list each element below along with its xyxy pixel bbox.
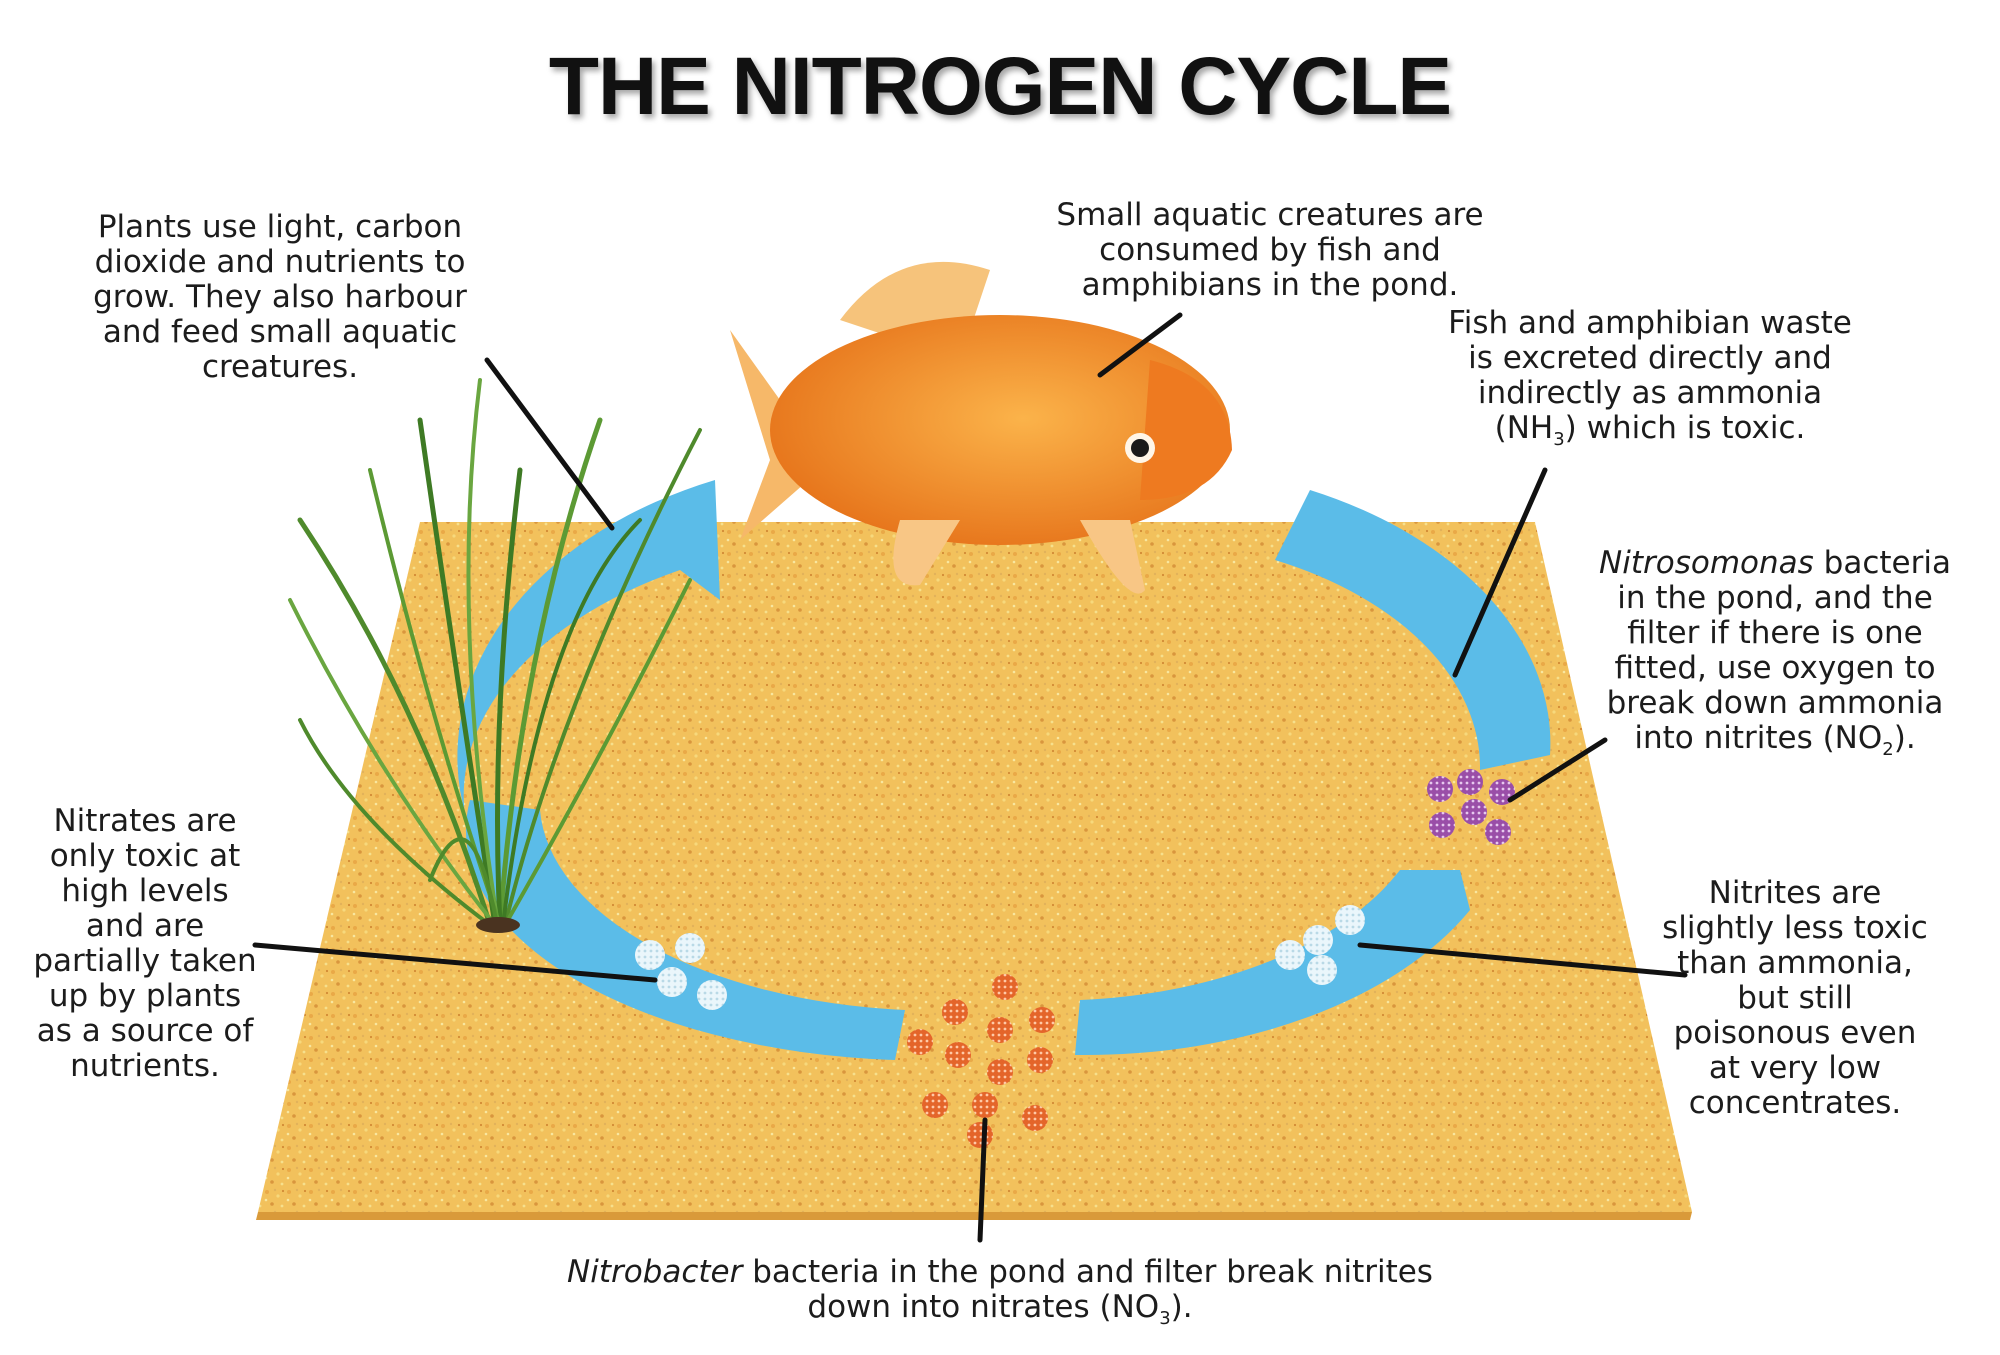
label-nitrobacter-text: bacteria in the pond and filter break ni… — [742, 1254, 1433, 1325]
label-nitrosomonas-text: bacteria in the pond, and the filter if … — [1606, 545, 1951, 756]
leader-nitrites — [1357, 942, 1688, 978]
label-fish-waste-text: Fish and amphibian waste is excreted dir… — [1448, 305, 1852, 446]
goldfish-icon — [730, 261, 1232, 594]
leader-nitrates — [252, 942, 658, 983]
diagram-title: THE NITROGEN CYCLE — [548, 41, 1452, 132]
leader-nitrobacter — [977, 1117, 988, 1243]
label-nitrosomonas-subscript: 2 — [1882, 739, 1894, 761]
pond-floor — [256, 522, 1692, 1220]
nitrate-particles-left — [635, 933, 727, 1010]
nitrite-particles-right — [1275, 905, 1365, 985]
leader-creatures — [1097, 312, 1183, 378]
label-fish-waste-subscript: 3 — [1553, 429, 1565, 451]
label-plants: Plants use light, carbon dioxide and nut… — [93, 209, 467, 385]
label-nitrobacter-genus: Nitrobacter — [567, 1254, 743, 1290]
leader-waste — [1452, 467, 1548, 678]
label-fish-waste-text-end: ) which is toxic. — [1564, 410, 1806, 446]
label-nitrobacter-subscript: 3 — [1159, 1308, 1171, 1330]
label-nitrites: Nitrites are slightly less toxic than am… — [1662, 875, 1928, 1121]
arrow-plants-to-fish — [457, 480, 720, 840]
label-nitrosomonas: Nitrosomonas bacteria in the pond, and t… — [1580, 545, 1970, 759]
label-nitrobacter: Nitrobacter bacteria in the pond and fil… — [560, 1254, 1440, 1328]
leader-nitroso — [1507, 737, 1608, 803]
nitrosomonas-bacteria-cluster — [1427, 769, 1515, 845]
label-fish-waste: Fish and amphibian waste is excreted dir… — [1440, 305, 1860, 449]
nitrobacter-bacteria-cluster — [907, 974, 1055, 1148]
arrow-fish-to-nitroso — [1275, 490, 1551, 770]
label-small-creatures: Small aquatic creatures are consumed by … — [1056, 197, 1484, 303]
leader-plants — [484, 357, 615, 531]
leader-lines — [252, 312, 1688, 1243]
arrow-nitroso-to-nitrobacter — [1075, 870, 1470, 1056]
label-nitrates: Nitrates are only toxic at high levels a… — [33, 803, 257, 1084]
label-nitrosomonas-genus: Nitrosomonas — [1599, 545, 1814, 581]
label-nitrosomonas-text-end: ). — [1893, 720, 1916, 756]
label-nitrobacter-text-end: ). — [1170, 1289, 1193, 1325]
